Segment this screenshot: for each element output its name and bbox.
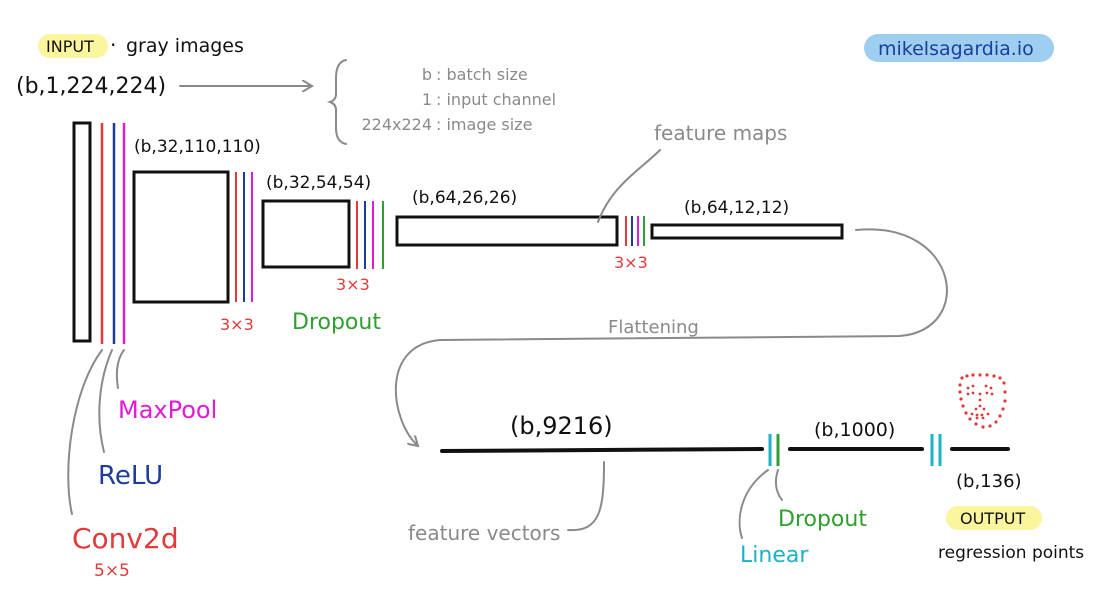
input-dot: · [110,33,116,57]
legend-desc-size: : image size [436,115,532,134]
feature-vector-9216 [440,447,764,453]
maxpool-label: MaxPool [118,396,217,424]
input-badge-highlight [38,34,108,58]
input-shape: (b,1,224,224) [16,74,166,99]
feature-map-3 [395,215,619,247]
dropout-label-dense: Dropout [778,507,867,532]
conv-pointer [67,349,103,515]
output-description: regression points [938,543,1084,563]
pool-label-2: 3×3 [336,275,370,294]
output-badge: OUTPUT [960,509,1025,528]
watermark: mikelsagardia.io [878,38,1034,60]
shape-label-1: (b,32,110,110) [134,137,261,157]
legend-key-size: 224x224 [361,115,432,134]
legend-key-batch: b [422,65,432,84]
shape-label-5: (b,9216) [510,412,613,440]
shape-label-4: (b,64,12,12) [684,198,789,218]
flattening-label: Flattening [608,317,699,338]
linear-label: Linear [740,543,809,568]
flattening-curve [395,228,948,446]
input-image-block [72,121,92,343]
dropout-label-mid: Dropout [292,310,381,335]
shape-label-7: (b,136) [956,471,1022,492]
feature-map-2 [261,199,351,269]
dropout-dense-pointer [774,469,783,501]
relu-pointer [98,349,113,453]
legend-key-channel: 1 [422,90,432,109]
conv-kernel-label: 5×5 [94,561,130,581]
conv-label: Conv2d [72,522,179,555]
regression-points-face [958,373,1007,429]
legend-desc-batch: : batch size [436,65,528,84]
input-badge: INPUT [46,37,94,56]
shape-label-6: (b,1000) [814,419,895,441]
feature-vectors-pointer [567,461,605,532]
feature-vectors-label: feature vectors [408,521,560,545]
pool-label-3: 3×3 [614,253,648,272]
shape-label-2: (b,32,54,54) [266,173,371,193]
relu-label: ReLU [98,461,163,491]
feature-map-4 [650,223,844,240]
pool-label-1: 3×3 [220,315,254,334]
watermark-highlight [864,34,1054,62]
legend-brace [326,59,347,145]
feature-maps-label: feature maps [654,121,787,145]
maxpool-pointer [115,349,125,389]
linear-pointer [738,469,769,539]
feature-maps-pointer [597,149,661,223]
input-description: gray images [126,35,244,57]
output-badge-highlight [946,506,1042,530]
shape-label-3: (b,64,26,26) [412,188,517,208]
feature-map-1 [132,170,230,304]
legend-desc-channel: : input channel [436,90,556,109]
